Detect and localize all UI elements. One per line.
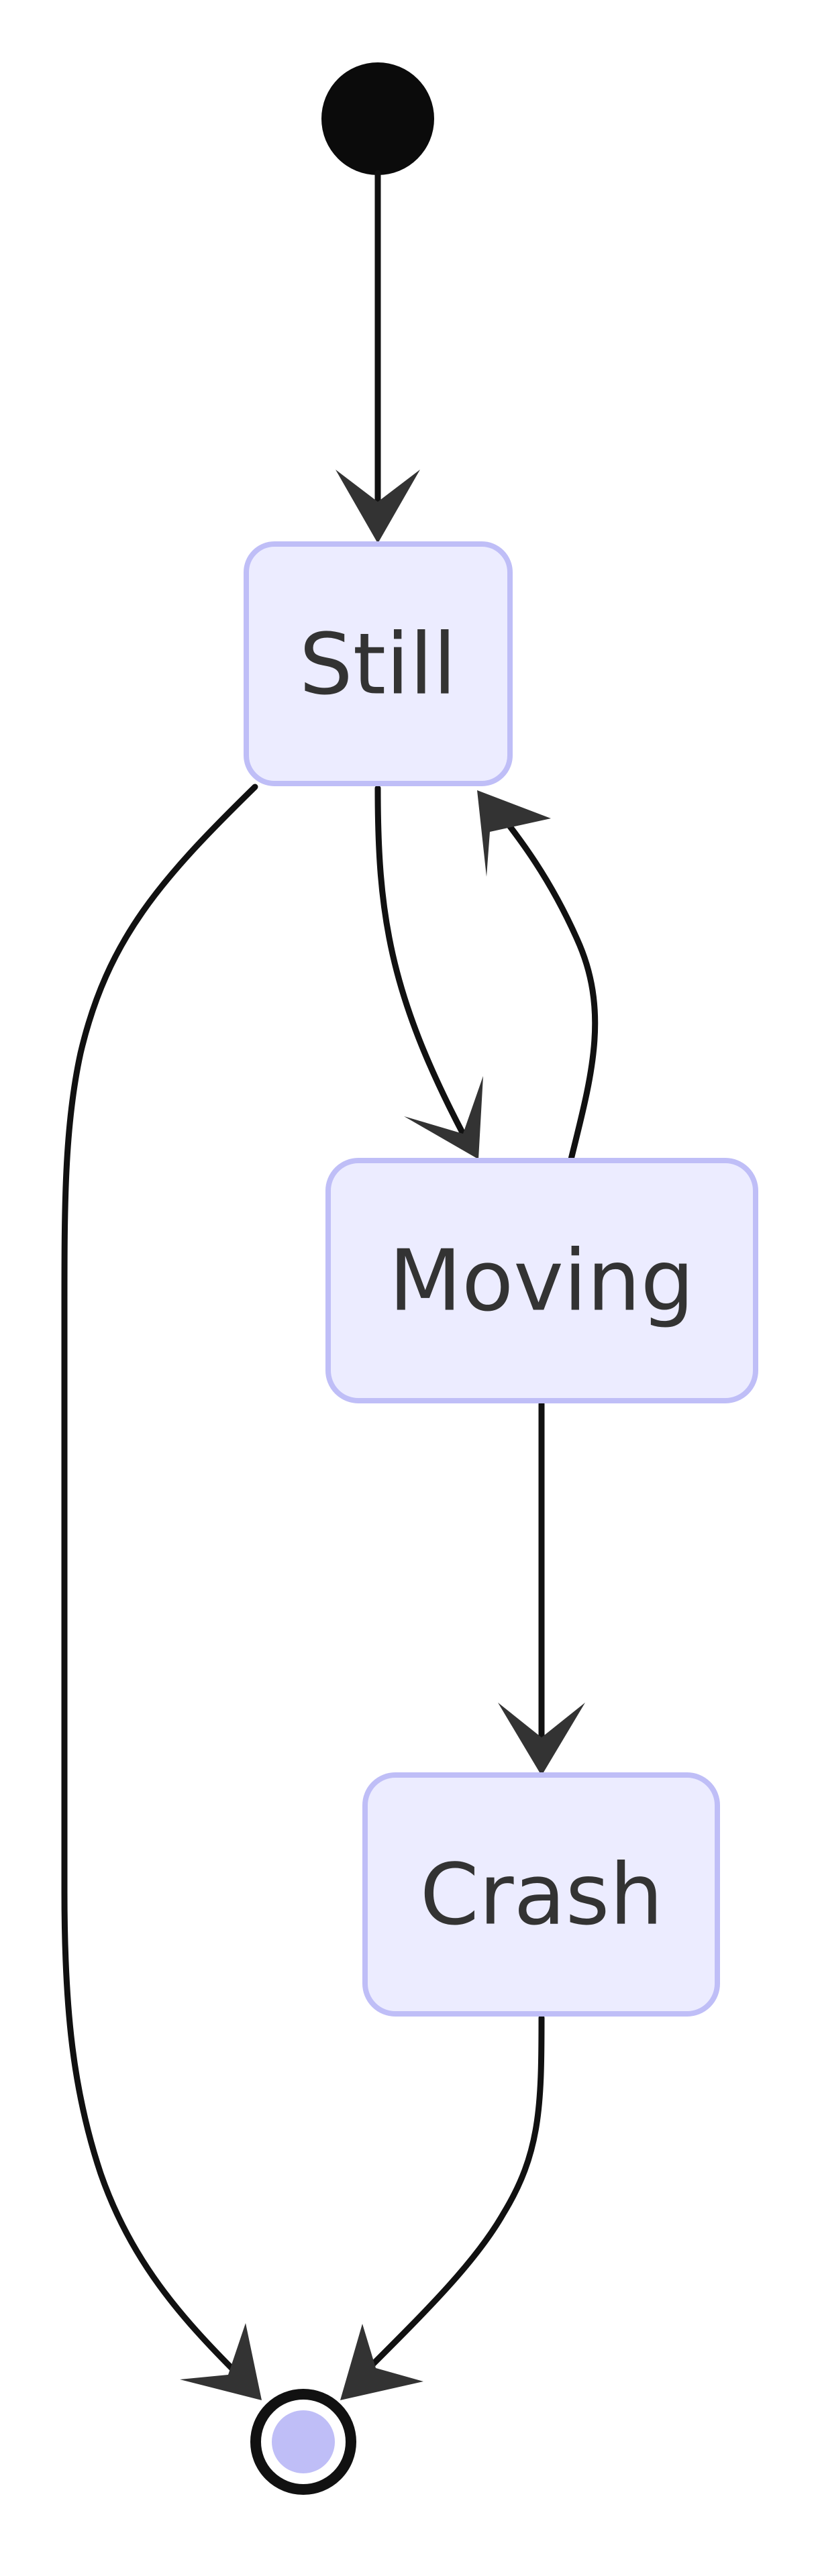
state-label-moving: Moving — [389, 1232, 694, 1330]
state-label-still: Still — [299, 615, 456, 714]
final-state[interactable] — [250, 2389, 356, 2495]
arrowhead-still-end — [180, 2323, 262, 2400]
transition-still-moving — [374, 785, 466, 1137]
arrowhead-still-moving — [404, 1076, 483, 1159]
arrowhead-moving-still — [477, 790, 551, 877]
state-label-crash: Crash — [420, 1845, 664, 1944]
transition-still-end — [61, 784, 258, 2378]
transition-moving-still — [490, 802, 599, 1165]
arrowhead-crash-end — [340, 2324, 423, 2400]
arrowhead-start-still — [336, 470, 420, 543]
state-still[interactable]: Still — [244, 541, 513, 786]
state-crash[interactable]: Crash — [362, 1772, 720, 2017]
state-moving[interactable]: Moving — [325, 1158, 758, 1403]
initial-state[interactable] — [321, 62, 434, 175]
arrowhead-moving-crash — [498, 1703, 585, 1776]
transitions — [61, 170, 599, 2400]
transition-crash-end — [366, 2015, 545, 2371]
